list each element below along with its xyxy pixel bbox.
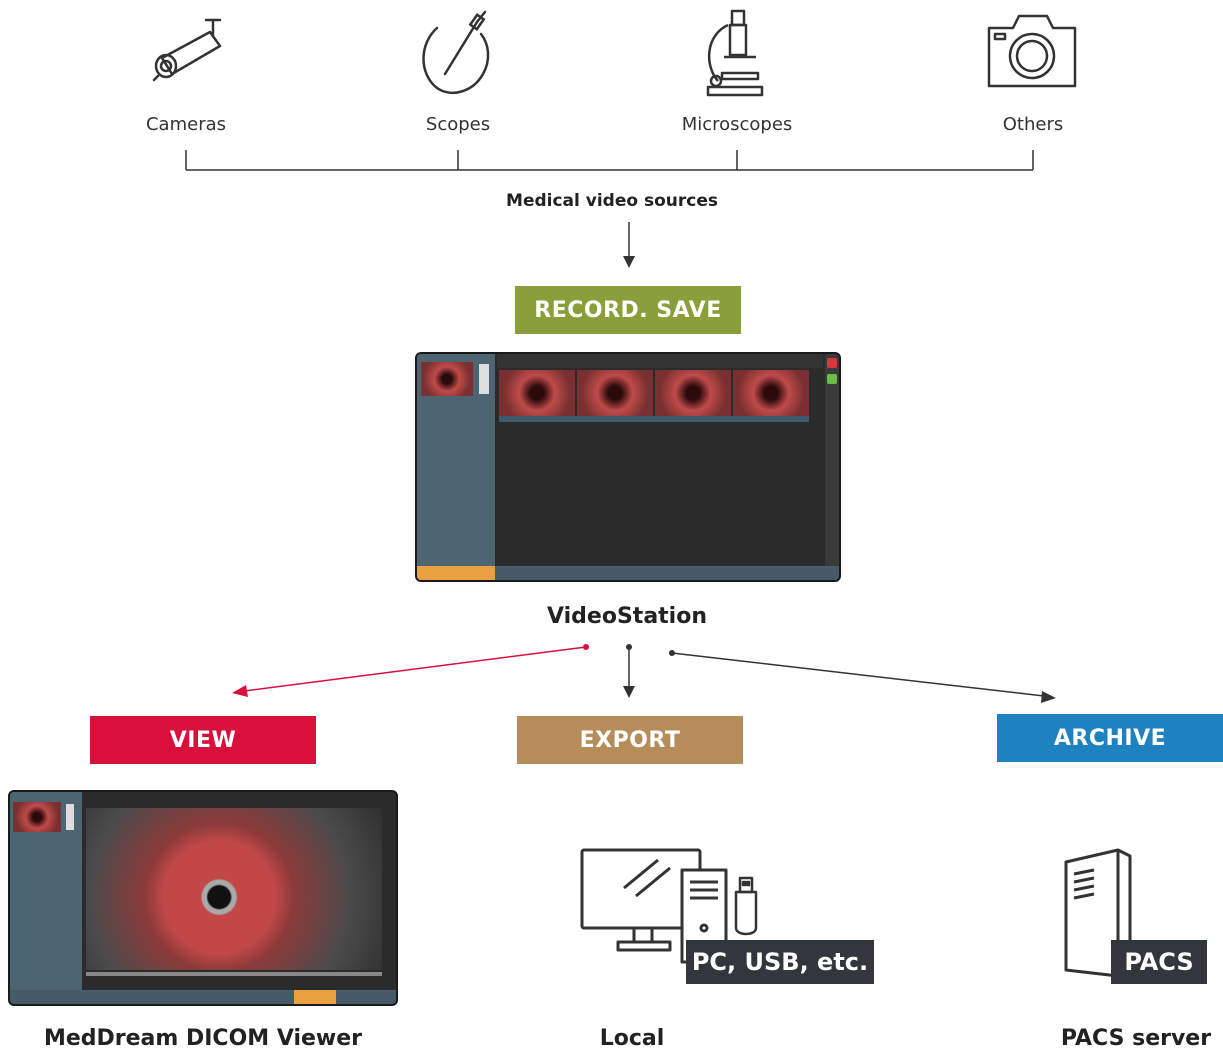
viewer-thumb	[13, 802, 61, 832]
local-export-graphic: PC, USB, etc.	[578, 846, 878, 986]
source-cameras	[150, 10, 230, 100]
vs-thumb-3	[655, 370, 731, 416]
videostation-screen	[415, 352, 841, 582]
source-microscopes	[700, 5, 770, 100]
videostation-label: VideoStation	[546, 604, 708, 629]
vs-thumb-captions	[499, 416, 809, 422]
vs-active-tab[interactable]	[417, 566, 495, 580]
arrow-to-archive	[669, 650, 1056, 703]
arrow-to-view	[232, 644, 589, 697]
sources-bracket	[185, 150, 1034, 171]
local-caption: Local	[599, 1026, 665, 1051]
record-save-label: RECORD. SAVE	[534, 297, 722, 323]
endoscope-icon	[422, 10, 490, 94]
computer-icon	[580, 848, 702, 952]
sources-group-label: Medical video sources	[506, 191, 718, 211]
archive-label: ARCHIVE	[1053, 725, 1167, 751]
vs-right-rail	[825, 354, 839, 566]
source-label-microscopes: Microscopes	[681, 114, 793, 135]
pacs-tag-label: PACS	[1124, 948, 1194, 976]
archive-banner: ARCHIVE	[997, 714, 1223, 762]
photo-camera-icon	[987, 14, 1077, 88]
source-label-scopes: Scopes	[425, 114, 491, 135]
vs-side-buttons	[479, 364, 489, 394]
export-banner: EXPORT	[517, 716, 743, 764]
export-label: EXPORT	[579, 727, 681, 753]
viewer-bottom-bar	[10, 990, 396, 1004]
arrow-to-export	[623, 644, 635, 698]
vs-thumb-side	[421, 362, 473, 396]
usb-drive-icon	[734, 876, 758, 936]
viewer-timeline[interactable]	[86, 972, 382, 976]
vs-thumb-4	[733, 370, 809, 416]
source-label-others: Others	[1002, 114, 1064, 135]
vs-thumb-2	[577, 370, 653, 416]
pacs-server-caption: PACS server	[1060, 1026, 1212, 1051]
pacs-tag: PACS	[1111, 940, 1207, 984]
arrow-to-record	[623, 222, 635, 268]
security-camera-icon	[152, 18, 222, 82]
view-banner: VIEW	[90, 716, 316, 764]
source-scopes	[415, 8, 500, 103]
vs-thumb-1	[499, 370, 575, 416]
viewer-side-buttons	[66, 804, 74, 830]
viewer-active-tab[interactable]	[294, 990, 336, 1004]
vs-close-button[interactable]	[827, 358, 837, 368]
meddream-caption: MedDream DICOM Viewer	[43, 1026, 363, 1051]
vs-bottom-bar	[417, 566, 839, 580]
meddream-viewer-screen	[8, 790, 398, 1006]
source-others	[985, 8, 1080, 93]
local-tag: PC, USB, etc.	[686, 940, 874, 984]
viewer-image	[86, 808, 382, 970]
source-label-cameras: Cameras	[145, 114, 227, 135]
vs-topbar	[497, 354, 823, 368]
pacs-graphic: PACS	[1060, 846, 1210, 986]
microscope-icon	[706, 9, 764, 97]
local-tag-label: PC, USB, etc.	[691, 948, 869, 976]
record-save-banner: RECORD. SAVE	[515, 286, 741, 334]
vs-record-button[interactable]	[827, 374, 837, 384]
view-label: VIEW	[169, 727, 237, 753]
